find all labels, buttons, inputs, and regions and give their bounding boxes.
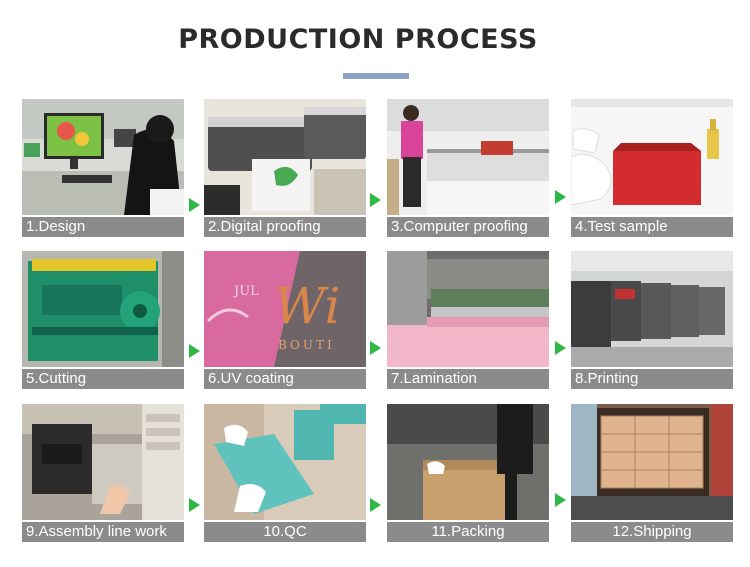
arrow-right-icon — [189, 498, 200, 512]
step-label: 3.Computer proofing — [387, 217, 549, 237]
arrow-right-icon — [555, 190, 566, 204]
step-test-sample: 4.Test sample — [571, 99, 733, 237]
lamination-photo — [387, 251, 549, 367]
step-digital-proofing: 2.Digital proofing — [204, 99, 366, 237]
step-label: 4.Test sample — [571, 217, 733, 237]
test-sample-photo — [571, 99, 733, 215]
uv-text-small: JUL — [232, 284, 259, 299]
step-label: 6.UV coating — [204, 369, 366, 389]
page-title: PRODUCTION PROCESS — [178, 24, 538, 55]
arrow-right-icon — [555, 493, 566, 507]
step-label: 2.Digital proofing — [204, 217, 366, 237]
packing-photo — [387, 404, 549, 520]
step-label: 12.Shipping — [571, 522, 733, 542]
step-shipping: 12.Shipping — [571, 404, 733, 542]
arrow-right-icon — [370, 498, 381, 512]
arrow-right-icon — [370, 341, 381, 355]
arrow-right-icon — [370, 193, 381, 207]
digital-proofing-photo — [204, 99, 366, 215]
step-label: 9.Assembly line work — [22, 522, 184, 542]
step-printing: 8.Printing — [571, 251, 733, 389]
arrow-right-icon — [555, 341, 566, 355]
qc-photo — [204, 404, 366, 520]
arrow-right-icon — [189, 198, 200, 212]
step-lamination: 7.Lamination — [387, 251, 549, 389]
step-uv-coating: JUL Wi BOUTI 6.UV coating — [204, 251, 366, 389]
uv-text-sub: BOUTI — [278, 338, 335, 352]
step-label: 1.Design — [22, 217, 184, 237]
step-label: 7.Lamination — [387, 369, 549, 389]
step-computer-proofing: 3.Computer proofing — [387, 99, 549, 237]
cutting-photo — [22, 251, 184, 367]
step-qc: 10.QC — [204, 404, 366, 542]
step-label: 11.Packing — [387, 522, 549, 542]
shipping-photo — [571, 404, 733, 520]
step-design: 1.Design — [22, 99, 184, 237]
step-label: 5.Cutting — [22, 369, 184, 389]
assembly-photo — [22, 404, 184, 520]
step-cutting: 5.Cutting — [22, 251, 184, 389]
step-label: 10.QC — [204, 522, 366, 542]
step-assembly-line-work: 9.Assembly line work — [22, 404, 184, 542]
step-label: 8.Printing — [571, 369, 733, 389]
title-underline — [343, 73, 409, 79]
printing-photo — [571, 251, 733, 367]
step-packing: 11.Packing — [387, 404, 549, 542]
uv-coating-photo: JUL Wi BOUTI — [204, 251, 366, 367]
arrow-right-icon — [189, 344, 200, 358]
design-photo — [22, 99, 184, 215]
computer-proofing-photo — [387, 99, 549, 215]
uv-text-large: Wi — [274, 277, 341, 335]
